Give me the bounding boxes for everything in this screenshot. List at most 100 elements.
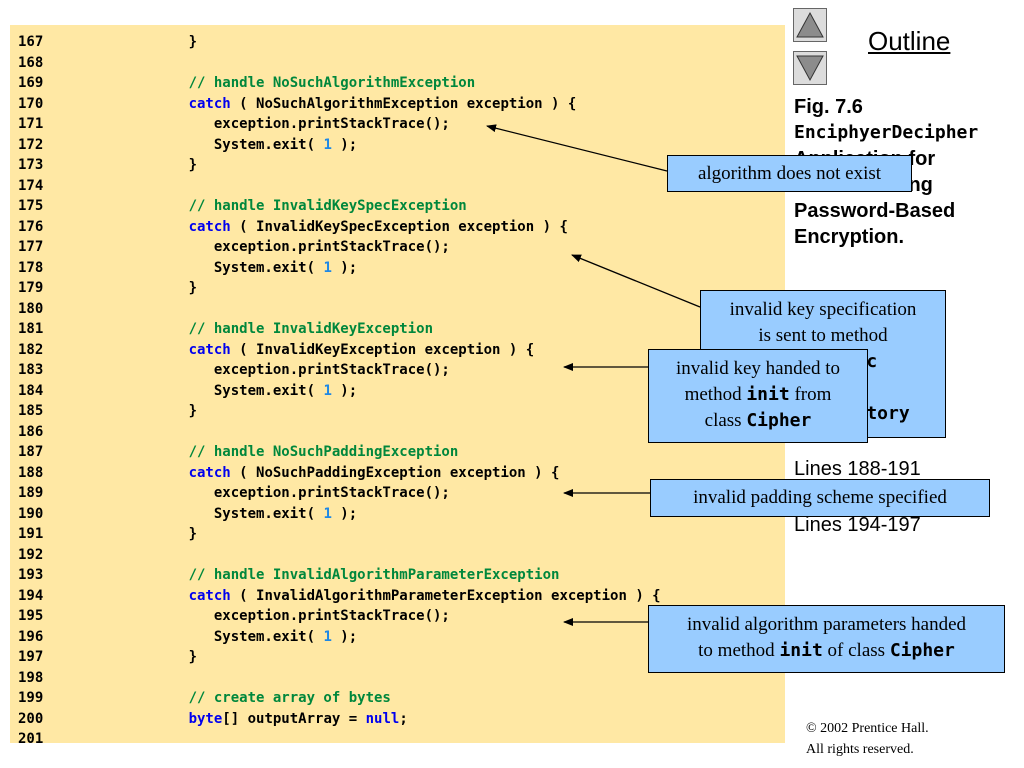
callout-invalid-parameters: invalid algorithm parameters handed to m…	[648, 605, 1005, 673]
code-line: 197 }	[18, 647, 197, 667]
code-token: null	[365, 710, 400, 727]
code-token: System.exit(	[138, 628, 324, 645]
line-number: 201	[18, 731, 44, 747]
code-line: 186	[18, 422, 138, 442]
line-number: 198	[18, 669, 44, 686]
callout-invalidkey-method: init	[746, 384, 790, 405]
code-token: catch	[188, 95, 231, 112]
callout-params-method: init	[779, 640, 823, 661]
line-number: 194	[18, 587, 44, 604]
line-number: 181	[18, 321, 44, 337]
code-token: System.exit(	[138, 136, 324, 153]
code-line: 201	[18, 729, 138, 749]
code-token: );	[331, 382, 358, 399]
code-token: ( NoSuchPaddingException exception ) {	[230, 464, 560, 481]
code-token: exception.printStackTrace();	[138, 485, 450, 501]
callout-invalid-key: invalid key handed to method init from c…	[648, 349, 868, 443]
figure-number: Fig. 7.6	[794, 96, 863, 118]
callout-params-line1: invalid algorithm parameters handed	[686, 614, 967, 635]
line-number: 200	[18, 710, 44, 727]
copyright-line2: All rights reserved.	[806, 742, 914, 757]
line-number: 179	[18, 280, 44, 296]
code-line: 177 exception.printStackTrace();	[18, 237, 450, 257]
line-number: 191	[18, 526, 44, 542]
code-line: 171 exception.printStackTrace();	[18, 114, 450, 134]
line-number: 188	[18, 464, 44, 481]
code-token: // handle InvalidAlgorithmParameterExcep…	[138, 567, 560, 583]
code-line: 174	[18, 176, 138, 196]
code-line: 170 catch ( NoSuchAlgorithmException exc…	[18, 94, 576, 114]
line-number: 197	[18, 649, 44, 665]
code-token: 1	[323, 628, 332, 645]
code-token: exception.printStackTrace();	[138, 239, 450, 255]
line-number: 173	[18, 157, 44, 173]
code-token: 1	[323, 259, 332, 276]
code-line: 181 // handle InvalidKeyException	[18, 319, 433, 339]
code-line: 175 // handle InvalidKeySpecException	[18, 196, 467, 216]
code-token: 1	[323, 382, 332, 399]
code-token: }	[138, 280, 198, 296]
code-token: System.exit(	[138, 505, 324, 522]
code-token: // handle NoSuchAlgorithmException	[138, 75, 476, 91]
callout-params-line2b: of class	[822, 640, 890, 661]
copyright-line1: 2002 Prentice Hall.	[816, 721, 929, 736]
callout-keyspec-line1: invalid key specification	[729, 299, 917, 320]
code-line: 191 }	[18, 524, 197, 544]
code-token: // handle InvalidKeyException	[138, 321, 434, 337]
code-token: // handle InvalidKeySpecException	[138, 198, 467, 214]
code-token: );	[331, 505, 358, 522]
code-line: 198	[18, 668, 138, 688]
code-line: 190 System.exit( 1 );	[18, 504, 357, 524]
line-number: 176	[18, 218, 44, 235]
line-number: 168	[18, 54, 44, 71]
line-number: 175	[18, 198, 44, 214]
code-line: 182 catch ( InvalidKeyException exceptio…	[18, 340, 534, 360]
code-line: 183 exception.printStackTrace();	[18, 360, 450, 380]
line-number: 187	[18, 444, 44, 460]
code-token: ( InvalidKeySpecException exception ) {	[230, 218, 568, 235]
line-number: 186	[18, 423, 44, 440]
code-token: }	[138, 157, 198, 173]
line-number: 180	[18, 300, 44, 317]
code-line: 199 // create array of bytes	[18, 688, 391, 708]
arrow-algorithm	[486, 124, 668, 172]
line-number: 190	[18, 505, 44, 522]
code-line: 185 }	[18, 401, 197, 421]
outline-link[interactable]: Outline	[868, 26, 951, 56]
code-token: ;	[399, 710, 408, 727]
code-token: 1	[323, 136, 332, 153]
code-line: 189 exception.printStackTrace();	[18, 483, 450, 503]
code-line: 176 catch ( InvalidKeySpecException exce…	[18, 217, 568, 237]
code-token: }	[138, 34, 198, 50]
arrow-keyspec	[571, 254, 701, 308]
lines-reference-2: Lines 194-197	[794, 514, 921, 536]
callout-invalidkey-line3a: class	[704, 410, 747, 431]
code-token: ( InvalidKeyException exception ) {	[230, 341, 535, 358]
callout-invalidkey-line2b: from	[789, 384, 832, 405]
code-token: // handle NoSuchPaddingException	[138, 444, 459, 460]
code-token: );	[331, 628, 358, 645]
callout-invalid-padding: invalid padding scheme specified	[650, 479, 990, 517]
code-line: 187 // handle NoSuchPaddingException	[18, 442, 458, 462]
code-token: catch	[188, 464, 231, 481]
code-token: byte	[188, 710, 223, 727]
callout-invalidkey-line2a: method	[684, 384, 747, 405]
callout-params-class: Cipher	[889, 640, 955, 661]
code-line: 194 catch ( InvalidAlgorithmParameterExc…	[18, 586, 661, 606]
code-token: exception.printStackTrace();	[138, 362, 450, 378]
previous-slide-button[interactable]	[793, 8, 827, 42]
code-line: 193 // handle InvalidAlgorithmParameterE…	[18, 565, 559, 585]
line-number: 171	[18, 116, 44, 132]
callout-algorithm-not-exist: algorithm does not exist	[667, 155, 912, 192]
figure-class-name: EnciphyerDecipher	[794, 122, 979, 143]
copyright-symbol: ©	[806, 721, 817, 736]
callout-invalidkey-class: Cipher	[746, 410, 812, 431]
line-number: 174	[18, 177, 44, 194]
code-line: 200 byte[] outputArray = null;	[18, 709, 408, 729]
code-line: 167 }	[18, 32, 197, 52]
line-number: 172	[18, 136, 44, 153]
lines-reference-1: Lines 188-191	[794, 458, 921, 480]
code-token: System.exit(	[138, 259, 324, 276]
next-slide-button[interactable]	[793, 51, 827, 85]
code-line: 179 }	[18, 278, 197, 298]
